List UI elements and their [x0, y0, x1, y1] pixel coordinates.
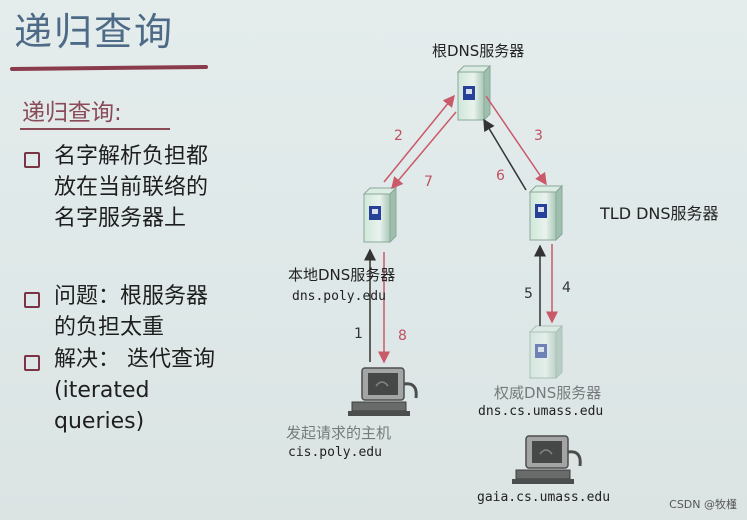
watermark: CSDN @牧槿: [669, 498, 737, 511]
target-host: gaia.cs.umass.edu: [477, 490, 611, 505]
requester-label: 发起请求的主机: [286, 424, 392, 442]
step-number-5: 5: [524, 286, 533, 302]
server-icon-tld: [528, 184, 564, 242]
computer-icon-target: [512, 435, 582, 484]
step-number-3: 3: [534, 128, 543, 144]
bullet-text-1: 名字解析负担都 放在当前联络的 名字服务器上: [54, 144, 209, 231]
subtitle-underline: [20, 128, 170, 130]
arrow-step-7: [391, 111, 457, 190]
bullet-text-3: 解决： 迭代查询 (iterated queries): [54, 347, 215, 434]
step-number-1: 1: [354, 326, 363, 342]
arrow-step-2: [383, 94, 455, 183]
tld-dns-label: TLD DNS服务器: [600, 204, 719, 223]
step-number-8: 8: [398, 328, 407, 344]
server-icon-auth: [528, 324, 564, 380]
step-number-6: 6: [496, 168, 505, 184]
computer-icon-requester: [348, 367, 418, 416]
root-dns-label: 根DNS服务器: [432, 42, 525, 60]
bullet-icon: [24, 292, 40, 308]
bullet-icon: [24, 152, 40, 168]
auth-dns-label: 权威DNS服务器: [494, 384, 602, 402]
section-subtitle: 递归查询:: [22, 100, 122, 126]
auth-dns-host: dns.cs.umass.edu: [478, 404, 604, 419]
local-dns-host: dns.poly.edu: [292, 289, 386, 304]
server-icon-local: [362, 186, 398, 244]
step-number-2: 2: [394, 128, 403, 144]
step-number-7: 7: [424, 174, 433, 190]
bullet-text-2: 问题：根服务器 的负担太重: [54, 284, 209, 340]
arrow-step-3: [485, 95, 547, 186]
page-title: 递归查询: [14, 10, 175, 54]
arrow-step-6: [483, 118, 527, 191]
requester-host: cis.poly.edu: [288, 445, 382, 460]
bullet-icon: [24, 355, 40, 371]
step-number-4: 4: [562, 280, 571, 296]
local-dns-label: 本地DNS服务器: [288, 266, 396, 284]
server-icon-root: [456, 64, 492, 122]
